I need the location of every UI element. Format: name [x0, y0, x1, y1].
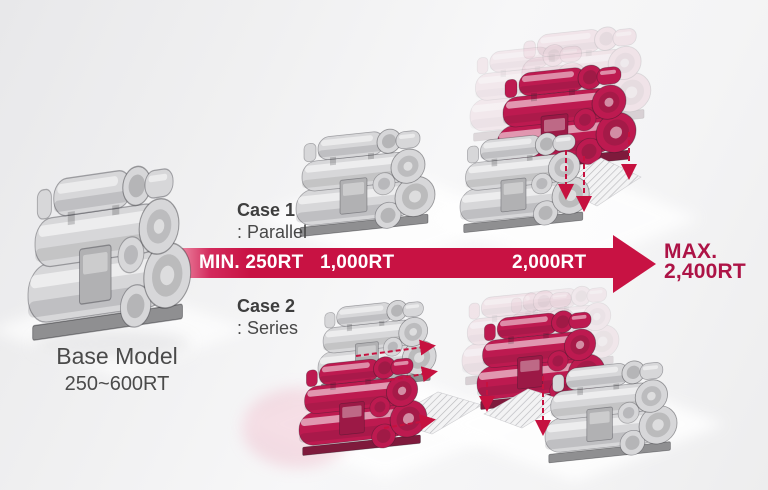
capacity-arrowhead-icon: [613, 235, 656, 293]
base-model-label-block: Base Model 250~600RT: [28, 343, 206, 396]
case2-label-block: Case 2 : Series: [237, 295, 298, 339]
arrow-label-1000rt: 1,000RT: [320, 252, 395, 273]
case1-title: Case 1: [237, 200, 296, 220]
arrow-label-2000rt: 2,000RT: [512, 252, 587, 273]
base-model-title: Base Model: [56, 343, 178, 369]
max-capacity-line1: MAX.: [664, 240, 718, 263]
capacity-arrow: [160, 235, 656, 293]
expansion-side-arrows-icon: [355, 339, 438, 430]
expansion-drop-arrows-icon: [479, 376, 551, 436]
case1-expansion-illustration: [459, 21, 652, 235]
case1-subtitle: : Parallel: [237, 222, 308, 242]
base-model-range: 250~600RT: [64, 373, 170, 395]
case2-title: Case 2: [237, 296, 296, 316]
arrow-label-min: MIN. 250RT: [199, 252, 304, 273]
case1-parallel-chiller-illustration: [295, 123, 436, 239]
max-capacity-line2: 2,400RT: [664, 260, 746, 283]
expansion-drop-arrows-icon: [558, 132, 637, 212]
case2-expansion-illustration: [461, 281, 678, 465]
base-model-chiller-illustration: [27, 157, 192, 358]
case1-label-block: Case 1 : Parallel: [237, 199, 307, 243]
max-capacity-label: MAX. 2,400RT: [664, 240, 746, 283]
case2-subtitle: : Series: [237, 318, 299, 338]
